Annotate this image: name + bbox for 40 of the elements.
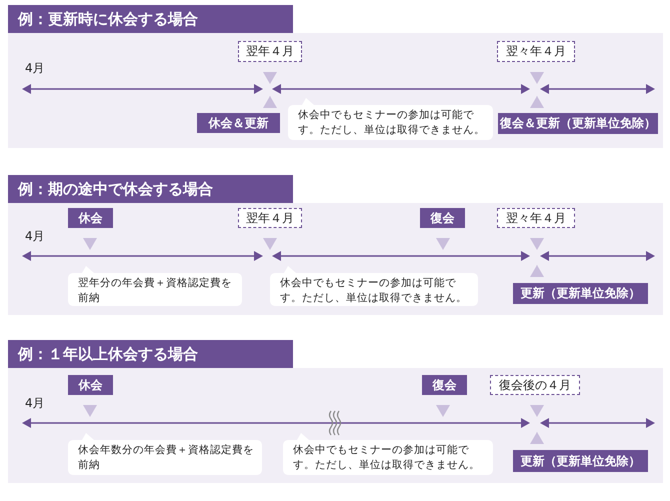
event-label: 休会＆更新 [197, 113, 280, 133]
date-label: 翌年４月 [238, 208, 302, 228]
event-label: 更新（更新単位免除） [513, 283, 648, 304]
pointer-arrow [530, 432, 544, 444]
pointer-arrow [436, 405, 450, 417]
date-label: 翌年４月 [238, 41, 302, 62]
event-label: 復会＆更新（更新単位免除） [498, 113, 658, 134]
speech-bubble: 休会中でもセミナーの参加は可能です。ただし、単位は取得できません。 [270, 266, 478, 306]
date-label: 翌々年４月 [497, 41, 575, 62]
timeline-panel [8, 5, 663, 148]
pointer-arrow [530, 96, 544, 108]
pointer-arrow [530, 264, 544, 278]
section-heading: 例：１年以上休会する場合 [8, 340, 293, 368]
pointer-arrow [530, 238, 544, 250]
pointer-arrow [263, 238, 277, 250]
speech-bubble: 翌年分の年会費＋資格認定費を前納 [68, 266, 242, 306]
month-label: 4月 [25, 395, 45, 412]
date-label: 復会後の４月 [490, 375, 580, 395]
section-heading: 例：期の途中で休会する場合 [8, 175, 293, 203]
speech-bubble: 休会年数分の年会費＋資格認定費を前納 [68, 433, 262, 475]
pointer-arrow [263, 96, 277, 108]
pointer-arrow [436, 238, 450, 250]
event-label: 復会 [422, 375, 467, 395]
timeline-panel [8, 175, 663, 315]
pointer-arrow [530, 72, 544, 84]
date-label: 翌々年４月 [497, 208, 575, 228]
timeline-panel [8, 340, 663, 483]
event-label: 更新（更新単位免除） [513, 450, 648, 472]
pointer-arrow [83, 238, 97, 250]
event-label: 復会 [420, 208, 465, 228]
pointer-arrow [530, 405, 544, 417]
pointer-arrow [83, 405, 97, 417]
speech-bubble: 休会中でもセミナーの参加は可能です。ただし、単位は取得できません。 [288, 98, 493, 140]
event-label: 休会 [68, 208, 113, 228]
section-heading: 例：更新時に休会する場合 [8, 5, 293, 33]
pointer-arrow [263, 72, 277, 84]
month-label: 4月 [25, 60, 45, 77]
month-label: 4月 [25, 228, 45, 245]
speech-bubble: 休会中でもセミナーの参加は可能です。ただし、単位は取得できません。 [283, 433, 493, 475]
event-label: 休会 [68, 375, 113, 395]
